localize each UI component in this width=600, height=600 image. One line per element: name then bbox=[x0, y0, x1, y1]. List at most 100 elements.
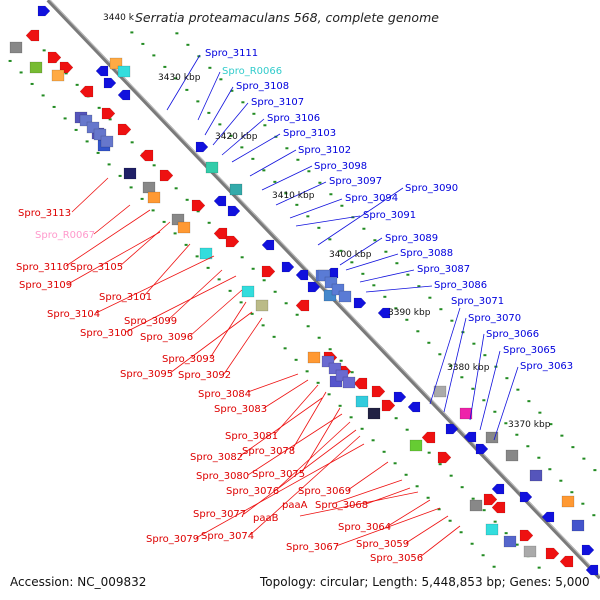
gene-label[interactable]: Spro_3086 bbox=[434, 280, 487, 291]
gene-label[interactable]: Spro_3103 bbox=[283, 128, 336, 139]
gene-label[interactable]: Spro_3077 bbox=[193, 509, 246, 520]
accession-text: Accession: NC_009832 bbox=[10, 575, 146, 589]
tick-mark bbox=[229, 134, 233, 137]
gene-label[interactable]: Spro_3056 bbox=[370, 553, 423, 564]
tick-mark bbox=[428, 296, 432, 299]
gene-label[interactable]: Spro_3095 bbox=[120, 369, 173, 380]
gene-label[interactable]: Spro_3090 bbox=[405, 183, 458, 194]
gene-label[interactable]: Spro_3096 bbox=[140, 332, 193, 343]
gene-label[interactable]: Spro_3066 bbox=[486, 329, 539, 340]
gene-label[interactable]: Spro_3107 bbox=[251, 97, 304, 108]
operon-block bbox=[324, 276, 338, 289]
tick-mark bbox=[241, 101, 245, 104]
reverse-gene-arrow bbox=[25, 29, 40, 42]
kbp-mark: 3400 kbp bbox=[329, 250, 372, 260]
gene-label[interactable]: Spro_3109 bbox=[19, 280, 72, 291]
gene-box bbox=[307, 351, 321, 364]
leader-line bbox=[249, 149, 297, 177]
gene-label[interactable]: Spro_3089 bbox=[385, 233, 438, 244]
gene-label[interactable]: paaB bbox=[253, 513, 279, 524]
gene-label[interactable]: Spro_3059 bbox=[356, 539, 409, 550]
right-labels: Spro_3111 Spro_R0066 Spro_3108 Spro_3107… bbox=[205, 48, 573, 372]
forward-gene-arrow bbox=[475, 443, 489, 455]
tick-mark bbox=[404, 473, 408, 476]
gene-label[interactable]: Spro_3070 bbox=[468, 313, 521, 324]
tick-mark bbox=[206, 266, 210, 269]
topology-text: Topology: circular; Length: 5,448,853 bp… bbox=[259, 575, 590, 589]
gene-label[interactable]: Spro_3074 bbox=[201, 531, 254, 542]
gene-label[interactable]: Spro_3102 bbox=[298, 145, 351, 156]
tick-mark bbox=[360, 427, 364, 430]
gene-label[interactable]: Spro_3065 bbox=[503, 345, 556, 356]
gene-label[interactable]: Spro_3098 bbox=[314, 161, 367, 172]
gene-label[interactable]: Spro_3076 bbox=[226, 486, 279, 497]
forward-gene-arrow bbox=[491, 483, 505, 495]
gene-label[interactable]: Spro_3081 bbox=[225, 431, 278, 442]
reverse-gene-arrow bbox=[421, 431, 436, 444]
reverse-gene-arrow bbox=[225, 235, 240, 248]
tick-mark bbox=[406, 273, 410, 276]
leader-line bbox=[212, 102, 249, 146]
gene-label[interactable]: Spro_3094 bbox=[345, 193, 398, 204]
gene-label[interactable]: Spro_3084 bbox=[198, 389, 251, 400]
tick-mark bbox=[515, 543, 519, 546]
gene-label[interactable]: Spro_3105 bbox=[70, 262, 123, 273]
gene-label[interactable]: Spro_3093 bbox=[162, 354, 215, 365]
gene-label[interactable]: Spro_3092 bbox=[178, 370, 231, 381]
tick-mark bbox=[470, 542, 474, 545]
gene-label[interactable]: Spro_3080 bbox=[196, 471, 249, 482]
tick-mark bbox=[273, 290, 277, 293]
gene-label[interactable]: Spro_3101 bbox=[99, 292, 152, 303]
gene-label[interactable]: Spro_3108 bbox=[236, 81, 289, 92]
gene-label[interactable]: Spro_3099 bbox=[124, 316, 177, 327]
leader-line bbox=[221, 118, 265, 156]
gene-label[interactable]: Spro_3064 bbox=[338, 522, 391, 533]
tick-mark bbox=[85, 140, 89, 143]
tick-mark bbox=[527, 400, 531, 403]
tick-mark bbox=[338, 404, 342, 407]
reverse-gene-arrow bbox=[483, 493, 498, 506]
gene-label[interactable]: Spro_3113 bbox=[18, 208, 71, 219]
rna-label[interactable]: Spro_R0067 bbox=[35, 230, 95, 241]
tick-mark bbox=[571, 446, 575, 449]
forward-gene-arrow bbox=[519, 491, 533, 503]
gene-label[interactable]: Spro_3110 bbox=[16, 262, 69, 273]
tick-mark bbox=[272, 335, 276, 338]
gene-label[interactable]: Spro_3087 bbox=[417, 264, 470, 275]
gene-box bbox=[117, 65, 131, 78]
tick-mark bbox=[240, 256, 244, 259]
gene-label[interactable]: Spro_3063 bbox=[520, 361, 573, 372]
tick-mark bbox=[329, 193, 333, 196]
gene-label[interactable]: Spro_3111 bbox=[205, 48, 258, 59]
label-leader-lines bbox=[65, 54, 519, 558]
gene-label[interactable]: Spro_3075 bbox=[252, 469, 305, 480]
tick-mark bbox=[74, 128, 78, 131]
gene-label[interactable]: Spro_3106 bbox=[267, 113, 320, 124]
gene-label[interactable]: Spro_3069 bbox=[298, 486, 351, 497]
reverse-gene-arrow bbox=[559, 555, 574, 568]
tick-mark bbox=[261, 324, 265, 327]
rna-label[interactable]: Spro_R0066 bbox=[222, 66, 282, 77]
gene-label[interactable]: Spro_3067 bbox=[286, 542, 339, 553]
tick-mark bbox=[426, 496, 430, 499]
leader-line bbox=[289, 198, 343, 219]
gene-label[interactable]: Spro_3104 bbox=[47, 309, 100, 320]
tick-mark bbox=[306, 215, 310, 218]
gene-label[interactable]: Spro_3071 bbox=[451, 296, 504, 307]
tick-mark bbox=[196, 210, 200, 213]
gene-label[interactable]: Spro_3079 bbox=[146, 534, 199, 545]
gene-label[interactable]: Spro_3083 bbox=[214, 404, 267, 415]
gene-label[interactable]: Spro_3100 bbox=[80, 328, 133, 339]
gene-label[interactable]: Spro_3082 bbox=[190, 452, 243, 463]
tick-mark bbox=[481, 554, 485, 557]
gene-box bbox=[503, 535, 517, 548]
gene-label[interactable]: Spro_3097 bbox=[329, 176, 382, 187]
gene-label[interactable]: Spro_3088 bbox=[400, 248, 453, 259]
gene-label[interactable]: Spro_3078 bbox=[242, 446, 295, 457]
tick-mark bbox=[493, 520, 497, 523]
gene-label[interactable]: Spro_3091 bbox=[363, 210, 416, 221]
gene-label[interactable]: Spro_3068 bbox=[315, 500, 368, 511]
gene-label[interactable]: paaA bbox=[282, 500, 308, 511]
tick-mark bbox=[186, 43, 190, 46]
tick-mark bbox=[250, 312, 254, 315]
